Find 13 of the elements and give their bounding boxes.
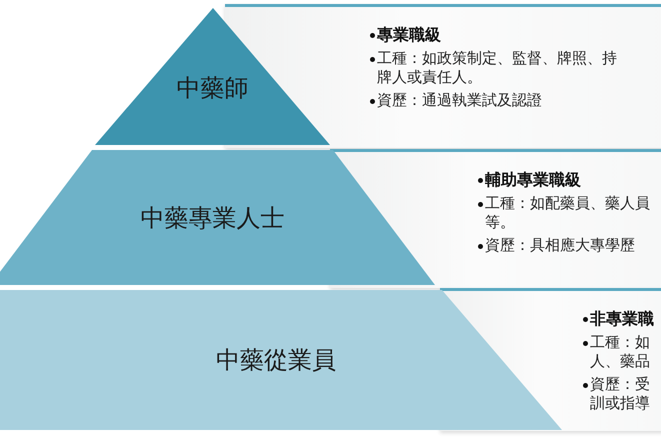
description-text: 資歷：具相應大專學歷 <box>485 236 635 255</box>
tier-title: 中藥從業員 <box>216 345 336 376</box>
description-text: 工種：如政策制定、監督、牌照、持牌人或責任人。 <box>377 49 618 87</box>
description-text: 資歷：通過執業試及認證 <box>377 91 542 110</box>
tier-title: 中藥師 <box>176 72 248 104</box>
level-heading: 非專業職 <box>590 309 654 329</box>
description-text: 工種：如配藥員、藥人員等。 <box>485 194 651 232</box>
description-text: 資歷：受訓或指導 <box>590 375 651 413</box>
level-heading: 專業職級 <box>377 25 441 45</box>
description-panel <box>225 4 661 148</box>
level-heading: 輔助專業職級 <box>485 170 581 190</box>
description-text: 工種：如人、藥品 <box>590 333 651 371</box>
tier-title: 中藥專業人士 <box>140 202 284 234</box>
